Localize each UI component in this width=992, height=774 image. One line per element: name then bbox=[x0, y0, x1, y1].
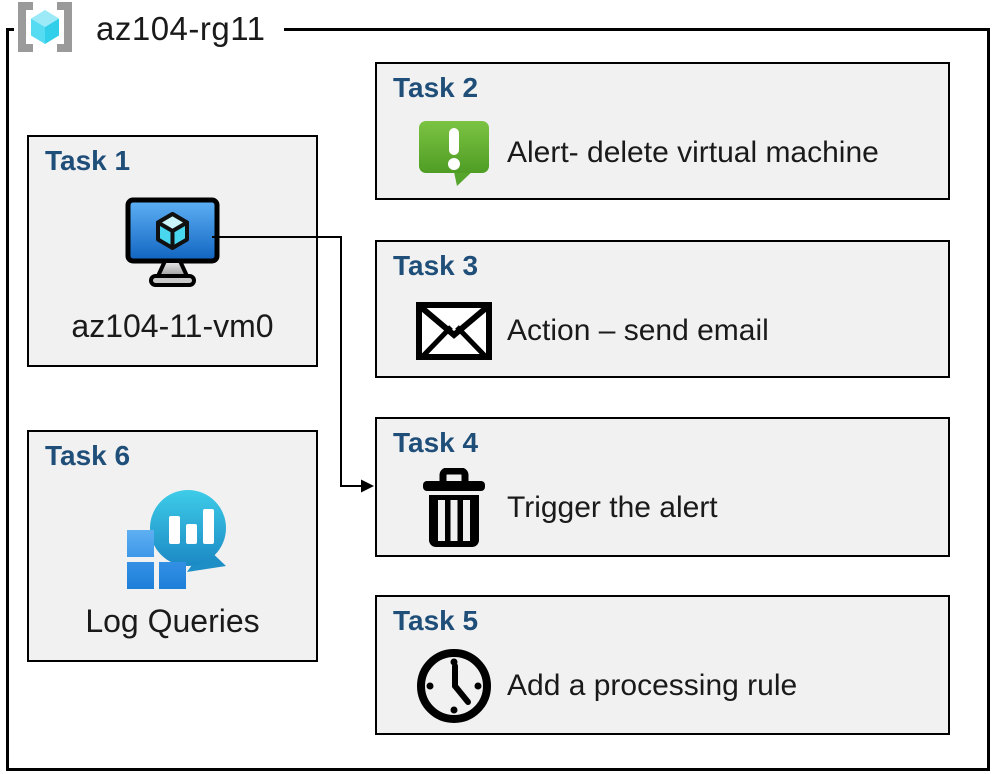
virtual-machine-icon bbox=[29, 197, 316, 291]
task-box-6: Task 6 bbox=[27, 430, 318, 662]
task-box-4: Task 4 Trigger the alert bbox=[375, 417, 950, 557]
email-envelope-icon bbox=[415, 302, 493, 360]
resource-group-title: az104-rg11 bbox=[96, 10, 266, 47]
task5-heading: Task 5 bbox=[393, 605, 479, 636]
task-box-5: Task 5 Add a processing rule bbox=[375, 595, 950, 735]
alert-message-icon bbox=[415, 119, 493, 187]
task5-label: Add a processing rule bbox=[507, 669, 798, 702]
task6-heading: Task 6 bbox=[45, 440, 131, 471]
task1-heading: Task 1 bbox=[45, 145, 131, 176]
task3-label: Action – send email bbox=[507, 314, 769, 347]
task4-label: Trigger the alert bbox=[507, 491, 718, 524]
task2-label: Alert- delete virtual machine bbox=[507, 136, 879, 169]
task2-heading: Task 2 bbox=[393, 72, 479, 103]
task4-heading: Task 4 bbox=[393, 427, 479, 458]
task1-label: az104-11-vm0 bbox=[71, 308, 274, 344]
task-box-2: Task 2 Alert- delete virtual machine bbox=[375, 62, 950, 200]
resource-group-legend: az104-rg11 bbox=[14, 0, 284, 58]
task-box-3: Task 3 Action – send email bbox=[375, 240, 950, 378]
task-box-1: Task 1 az104-11-vm0 bbox=[27, 135, 318, 367]
clock-icon bbox=[415, 647, 493, 725]
task6-label: Log Queries bbox=[85, 603, 260, 639]
resource-group-icon bbox=[16, 1, 74, 57]
task3-heading: Task 3 bbox=[393, 250, 479, 281]
trash-delete-icon bbox=[415, 468, 493, 548]
log-analytics-icon bbox=[29, 484, 316, 592]
